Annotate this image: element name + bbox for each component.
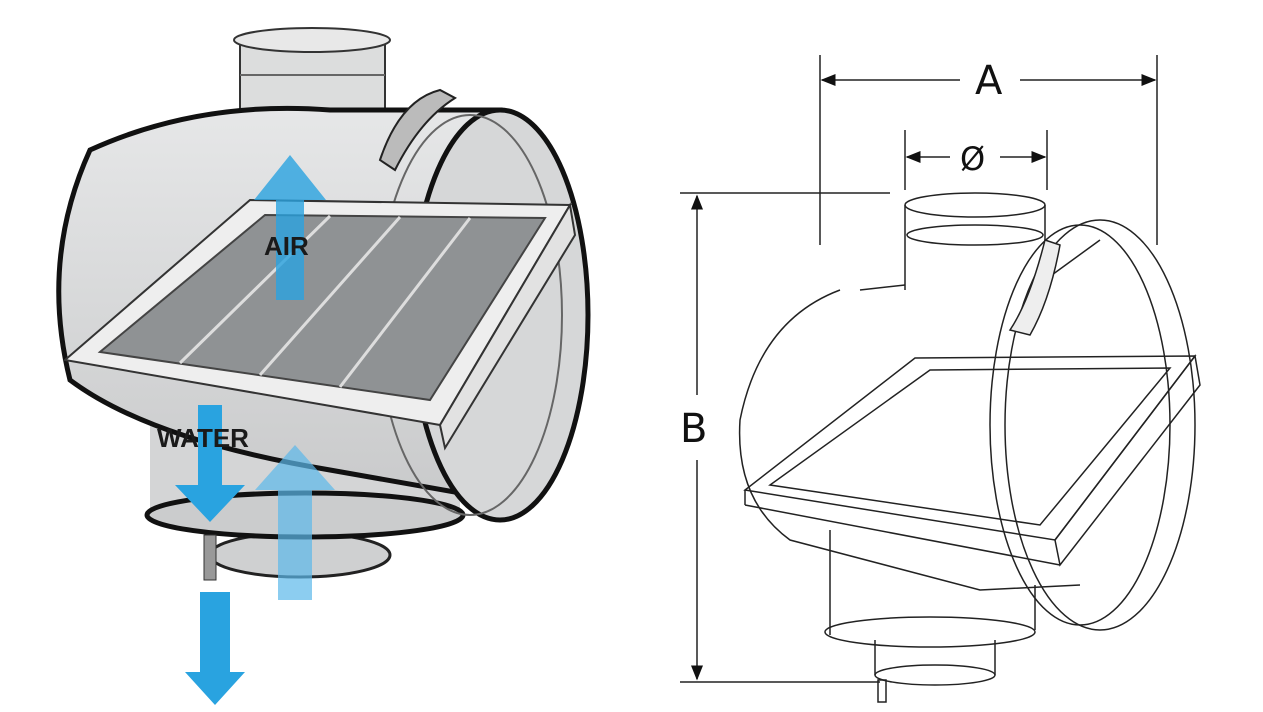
dimension-a-label: A bbox=[975, 58, 1003, 104]
clamp-latch bbox=[378, 88, 457, 172]
dimension-b-label: B bbox=[680, 406, 707, 452]
water-label: WATER bbox=[157, 423, 249, 453]
air-inlet-up-arrow bbox=[255, 445, 335, 600]
dimension-b-line bbox=[680, 192, 890, 683]
water-down-arrow bbox=[175, 405, 245, 522]
dimension-a-line bbox=[819, 55, 1158, 245]
drawing-body bbox=[738, 192, 1201, 703]
drain-nozzle bbox=[203, 534, 217, 581]
dimension-drawing bbox=[680, 55, 1201, 703]
air-label: AIR bbox=[264, 231, 309, 261]
filter-cassette bbox=[62, 198, 577, 451]
air-up-arrow bbox=[254, 155, 326, 300]
dimension-diameter-label: Ø bbox=[960, 140, 985, 178]
water-drain-arrow bbox=[185, 592, 245, 705]
dimension-diameter-line bbox=[904, 130, 1048, 190]
separator-illustration: AIR WATER bbox=[56, 27, 591, 705]
